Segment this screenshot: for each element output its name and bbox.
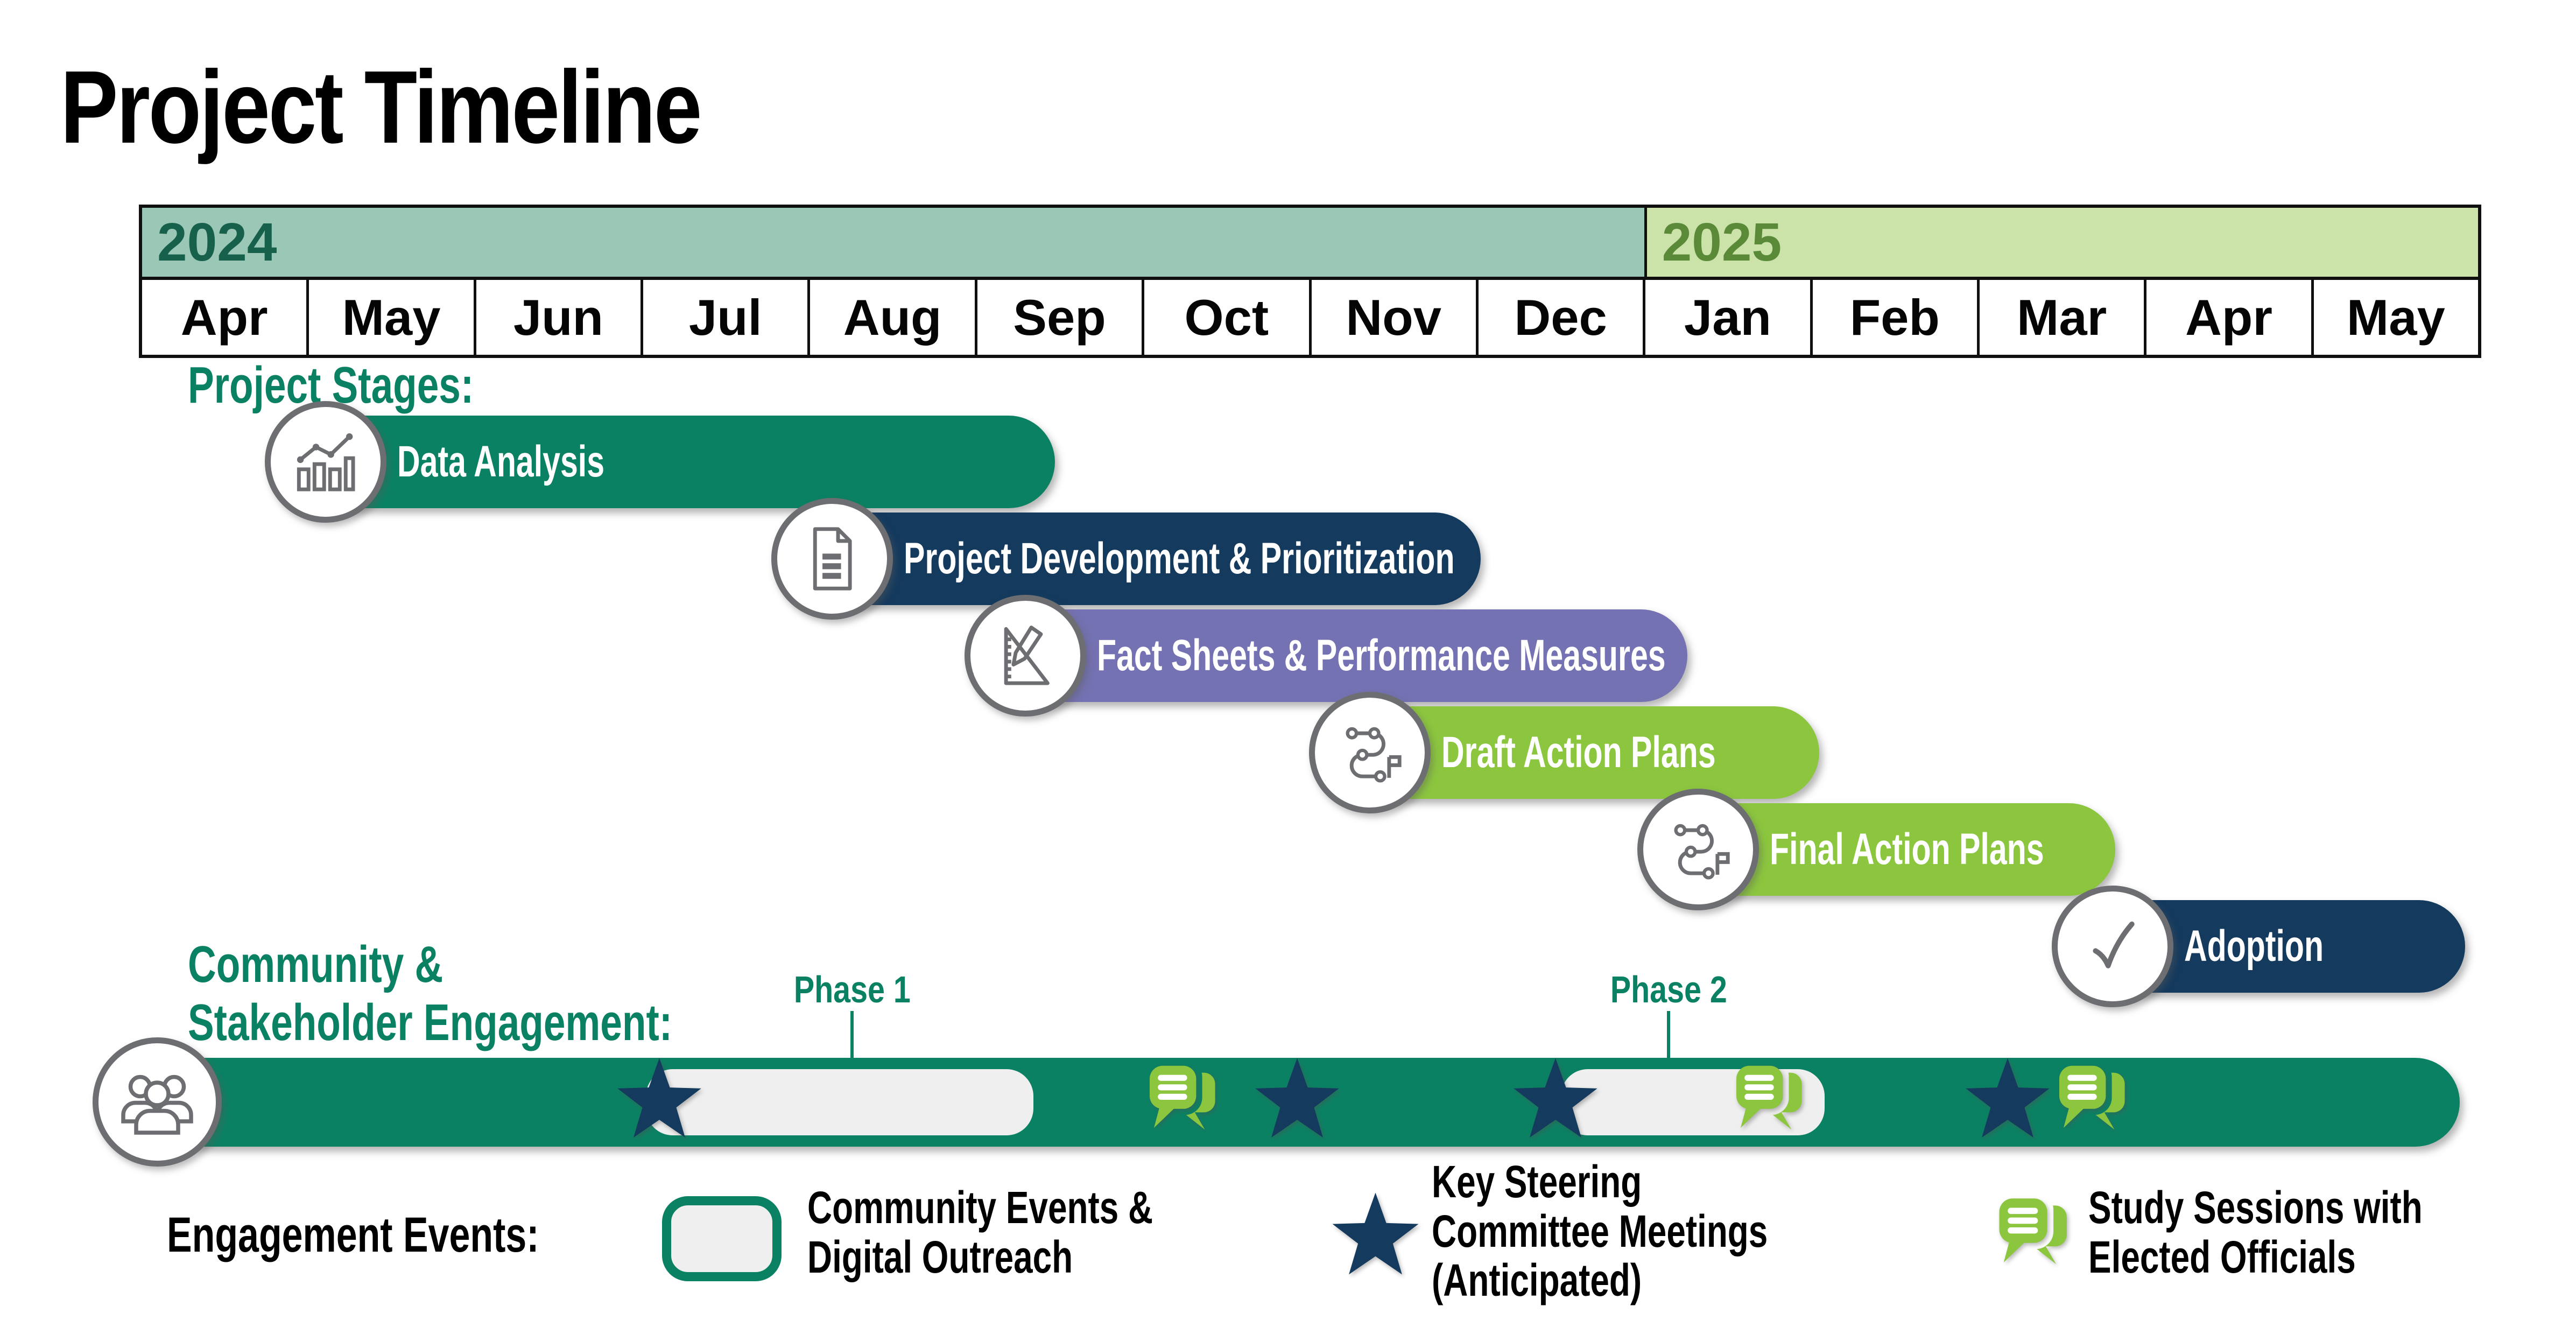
checkmark-icon [2052, 886, 2173, 1007]
month-cell: May [2311, 280, 2478, 355]
month-cell: Aug [807, 280, 974, 355]
stage-label: Final Action Plans [1770, 825, 2044, 874]
route-flag-icon [1637, 789, 1759, 910]
stage-label: Fact Sheets & Performance Measures [1097, 631, 1666, 680]
month-cell: Nov [1308, 280, 1476, 355]
legend-study-sessions-label: Study Sessions with Elected Officials [2088, 1182, 2423, 1282]
month-cell: Dec [1475, 280, 1643, 355]
phase-1-label: Phase 1 [793, 968, 911, 1010]
project-stages-heading: Project Stages: [188, 356, 474, 414]
steering-meeting-star-icon [1251, 1056, 1343, 1148]
study-session-bubbles-icon [1141, 1059, 1227, 1145]
month-row: Apr May Jun Jul Aug Sep Oct Nov Dec Jan … [142, 280, 2478, 355]
timeline-header-table: 2024 2025 Apr May Jun Jul Aug Sep Oct No… [139, 205, 2481, 358]
star-icon [1328, 1191, 1423, 1285]
legend-community-events-label: Community Events & Digital Outreach [807, 1182, 1153, 1282]
bar-chart-icon [265, 401, 386, 523]
month-cell: May [306, 280, 473, 355]
month-cell: Feb [1810, 280, 1977, 355]
page-title: Project Timeline [60, 49, 702, 165]
year-band-2025: 2025 [1644, 208, 2478, 277]
speech-bubbles-icon [1990, 1191, 2079, 1280]
month-cell: Apr [180, 289, 268, 346]
year-label-2025: 2025 [1662, 212, 1782, 272]
people-icon [93, 1037, 222, 1167]
month-cell: Jul [641, 280, 807, 355]
month-cell: Apr [2144, 280, 2311, 355]
legend-heading: Engagement Events: [167, 1207, 539, 1262]
steering-meeting-star-icon [1510, 1056, 1601, 1148]
phase-2-label: Phase 2 [1610, 968, 1727, 1010]
stage-label: Project Development & Prioritization [904, 534, 1455, 583]
steering-meeting-star-icon [1962, 1056, 2053, 1148]
month-cell: Mar [1976, 280, 2144, 355]
month-cell: Sep [974, 280, 1142, 355]
route-flag-icon [1309, 692, 1431, 813]
stage-label: Draft Action Plans [1441, 728, 1716, 777]
document-icon [771, 498, 893, 620]
month-cell: Oct [1142, 280, 1308, 355]
study-session-bubbles-icon [1728, 1059, 1814, 1145]
legend-steering-meetings-label: Key Steering Committee Meetings (Anticip… [1432, 1156, 1768, 1306]
study-session-bubbles-icon [2051, 1059, 2137, 1145]
stage-label: Data Analysis [397, 437, 605, 486]
year-band-2024: 2024 [142, 208, 1644, 277]
month-cell: Jun [473, 280, 641, 355]
phase-1-pointer-line [850, 1011, 854, 1058]
month-cell: Jan [1643, 280, 1810, 355]
steering-meeting-star-icon [614, 1056, 705, 1148]
community-events-period-phase1 [646, 1069, 1033, 1135]
stage-label: Adoption [2184, 922, 2324, 971]
engagement-heading-line1: Community & [188, 936, 444, 993]
stage-bar-project-development: Project Development & Prioritization [808, 512, 1481, 605]
year-bands: 2024 2025 [142, 208, 2478, 280]
engagement-heading-line2: Stakeholder Engagement: [188, 993, 673, 1051]
engagement-heading: Community & Stakeholder Engagement: [188, 936, 825, 1051]
ruler-pencil-icon [965, 595, 1086, 717]
stage-bar-fact-sheets: Fact Sheets & Performance Measures [1001, 609, 1687, 702]
year-label-2024: 2024 [157, 212, 277, 272]
stage-bar-data-analysis: Data Analysis [301, 416, 1055, 508]
community-events-swatch [662, 1196, 782, 1281]
phase-2-pointer-line [1667, 1011, 1670, 1058]
